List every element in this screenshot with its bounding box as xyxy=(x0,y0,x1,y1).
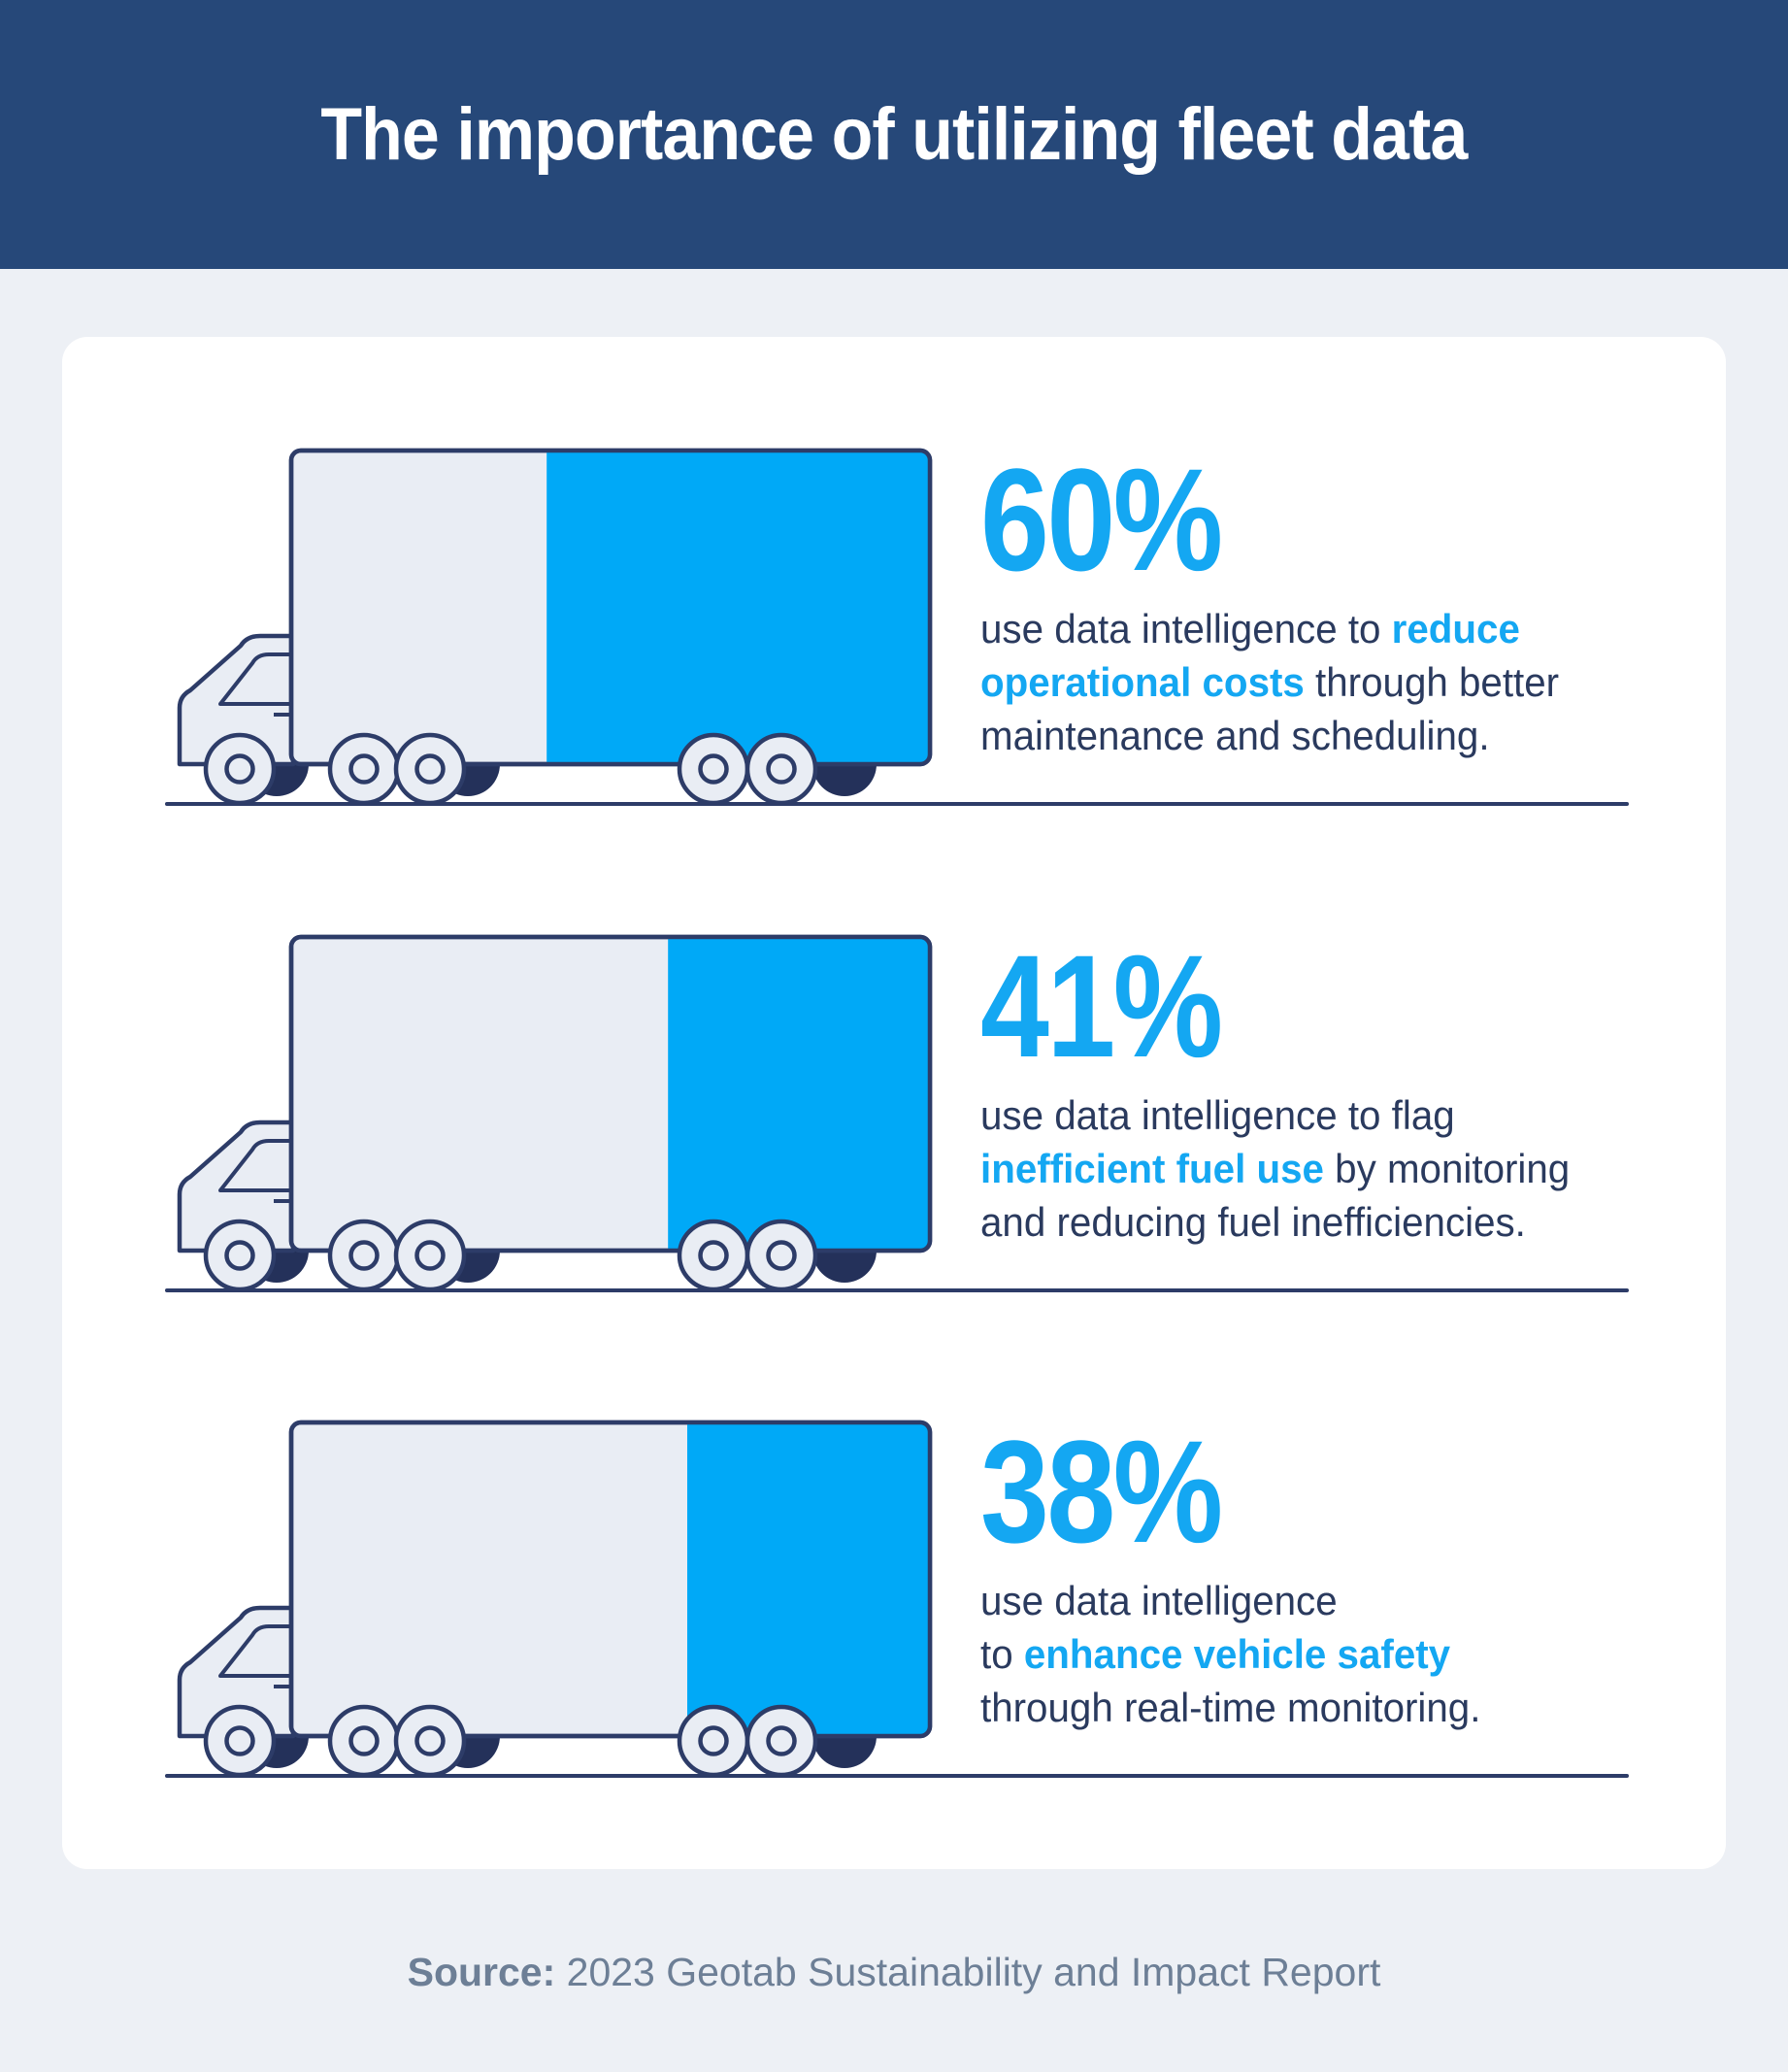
stat-description: use data intelligence to reduce operatio… xyxy=(980,602,1559,762)
stat-row-2: 41% use data intelligence to flag ineffi… xyxy=(165,933,1629,1292)
stat-line: and reducing fuel inefficiencies. xyxy=(980,1199,1526,1245)
header-banner: The importance of utilizing fleet data xyxy=(0,0,1788,269)
cab-window xyxy=(218,1139,295,1192)
stat-line: use data intelligence to flag xyxy=(980,1092,1455,1138)
stat-description: use data intelligence to flag inefficien… xyxy=(980,1088,1570,1249)
truck-icon xyxy=(177,448,933,805)
ground-line xyxy=(165,802,1629,806)
trailer-box-outline xyxy=(288,448,933,767)
content-card: 60% use data intelligence to reduce oper… xyxy=(62,337,1726,1869)
stat-block: 41% use data intelligence to flag ineffi… xyxy=(980,933,1629,1292)
stat-line: maintenance and scheduling. xyxy=(980,713,1490,758)
cargo-fill-bar xyxy=(668,937,930,1251)
stat-description: use data intelligence to enhance vehicle… xyxy=(980,1574,1480,1734)
wheel-shadow xyxy=(812,1251,877,1283)
trailer-box-outline xyxy=(288,1420,933,1739)
ground-line xyxy=(165,1774,1629,1778)
trailer-box-outline xyxy=(288,934,933,1253)
wheel-shadow xyxy=(812,1736,877,1768)
stat-line: inefficient fuel use by monitoring xyxy=(980,1146,1571,1191)
ground-line xyxy=(165,1288,1629,1292)
truck-icon xyxy=(177,1420,933,1777)
wheels xyxy=(203,1704,818,1777)
stat-percent: 60% xyxy=(980,438,1223,601)
cab-window xyxy=(218,652,295,706)
stat-line: operational costs through better xyxy=(980,659,1560,705)
wheels xyxy=(203,732,818,805)
source-attribution: Source: 2023 Geotab Sustainability and I… xyxy=(0,1950,1788,1995)
stat-percent: 41% xyxy=(980,924,1223,1087)
stat-line: use data intelligence xyxy=(980,1578,1338,1623)
cargo-fill-bar xyxy=(546,451,930,764)
stat-line: use data intelligence to reduce xyxy=(980,606,1520,652)
stat-line: to enhance vehicle safety xyxy=(980,1631,1451,1677)
stat-row-3: 38% use data intelligence to enhance veh… xyxy=(165,1419,1629,1778)
stat-row-1: 60% use data intelligence to reduce oper… xyxy=(165,447,1629,806)
page-title: The importance of utilizing fleet data xyxy=(320,93,1469,176)
stat-line: through real-time monitoring. xyxy=(980,1685,1481,1730)
stat-block: 38% use data intelligence to enhance veh… xyxy=(980,1419,1629,1778)
stat-percent: 38% xyxy=(980,1410,1223,1573)
cargo-fill-bar xyxy=(687,1422,930,1736)
cab-window xyxy=(218,1624,295,1678)
source-text: 2023 Geotab Sustainability and Impact Re… xyxy=(555,1950,1381,1994)
stat-block: 60% use data intelligence to reduce oper… xyxy=(980,447,1629,806)
wheel-shadow xyxy=(812,764,877,796)
source-label: Source: xyxy=(407,1950,556,1994)
truck-icon xyxy=(177,934,933,1291)
